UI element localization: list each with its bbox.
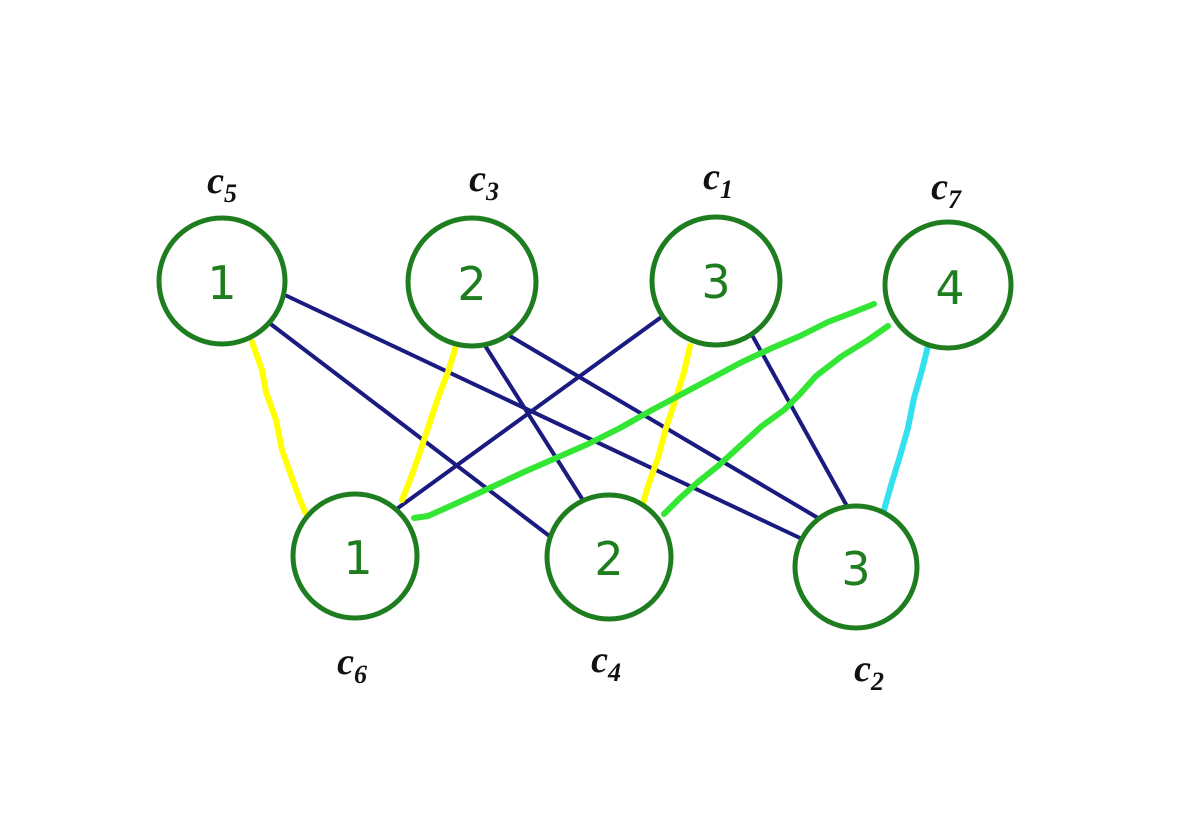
edge-t3-b3 — [750, 333, 850, 510]
node-number: 2 — [594, 532, 623, 586]
edge-t1-b2 — [266, 320, 554, 540]
top-node-2: 2 c3 — [405, 158, 539, 349]
edge-t4-b3 — [881, 343, 931, 513]
node-number: 2 — [457, 257, 486, 311]
node-number: 3 — [841, 542, 870, 596]
node-number: 3 — [701, 255, 730, 309]
node-circle — [290, 491, 420, 621]
edge-t2-b1 — [399, 343, 459, 503]
bottom-node-1: 1 c6 — [290, 491, 420, 689]
node-label: c4 — [591, 639, 621, 687]
edge-t3-b2 — [637, 343, 693, 517]
edge-t3-b1 — [396, 316, 662, 510]
edges-layer — [249, 294, 931, 540]
top-node-3: 3 c1 — [649, 156, 783, 348]
node-circle — [156, 215, 288, 347]
bottom-node-2: 2 c4 — [544, 492, 674, 687]
node-circle — [405, 215, 539, 349]
bottom-node-3: 3 c2 — [792, 503, 920, 696]
node-label: c1 — [703, 156, 733, 204]
edge-t1-b1 — [249, 339, 309, 517]
node-circle — [544, 492, 674, 622]
edge-t4-b1 — [411, 301, 877, 521]
nodes-layer: 1 c5 2 c3 3 c1 4 c7 — [156, 156, 1014, 696]
node-number: 4 — [935, 261, 964, 315]
top-node-4: 4 c7 — [882, 166, 1014, 351]
node-number: 1 — [207, 256, 236, 310]
node-label: c2 — [854, 648, 884, 696]
top-node-1: 1 c5 — [156, 160, 288, 347]
node-number: 1 — [343, 531, 372, 585]
edge-t4-b2 — [661, 323, 891, 517]
node-label: c3 — [469, 158, 499, 206]
node-label: c7 — [931, 166, 962, 214]
node-circle — [792, 503, 920, 631]
edge-t1-b3 — [285, 294, 802, 540]
node-label: c5 — [207, 160, 237, 208]
edge-t2-b2 — [482, 342, 588, 507]
node-circle — [882, 219, 1014, 351]
node-circle — [649, 214, 783, 348]
node-label: c6 — [337, 641, 367, 689]
